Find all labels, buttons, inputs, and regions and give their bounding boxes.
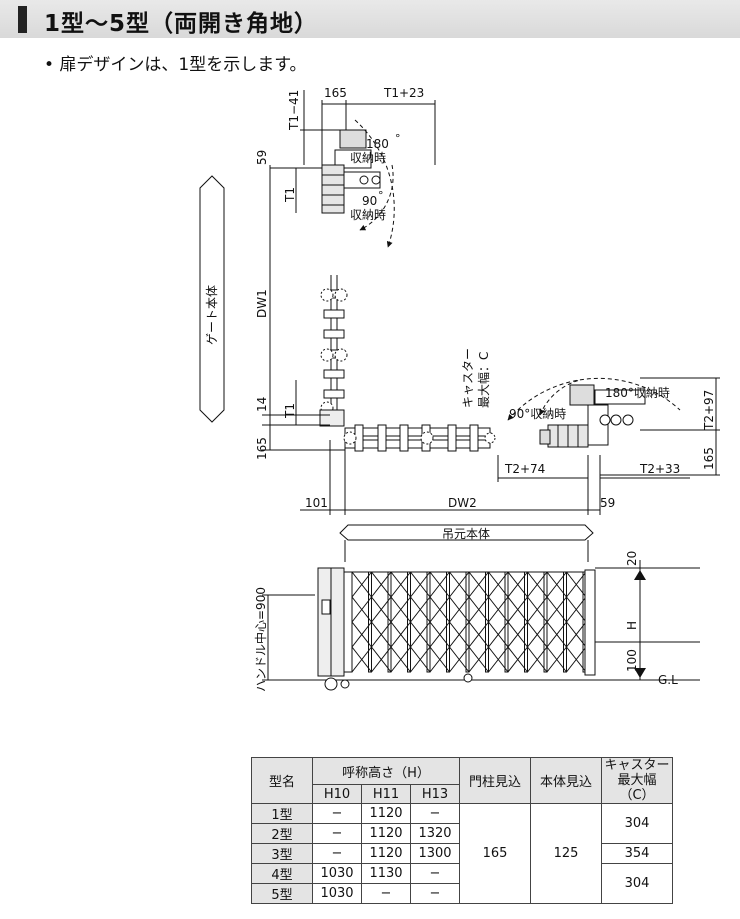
top-dimension-lines <box>269 90 436 425</box>
caster-wheel <box>463 673 473 683</box>
dim-101: 101 <box>305 496 328 510</box>
header-post-depth: 門柱見込 <box>459 757 531 804</box>
header-caster: キャスター 最大幅 （C） <box>601 757 673 804</box>
table-row: 1型 − 1120 − 165 125 304 <box>251 803 673 904</box>
page-title: 1型〜5型（両開き角地） <box>44 11 319 37</box>
swing-arc-90-right <box>539 379 581 416</box>
handle-height-label: ハンドル中心=900 <box>253 587 268 692</box>
vertical-gate-body <box>319 275 348 427</box>
dim-t2-plus-33: T2+33 <box>639 462 680 476</box>
gate-body-bracket: ゲート本体 <box>199 175 225 423</box>
dim-dw2: DW2 <box>448 496 477 510</box>
angle-90-left-note: 収納時 <box>350 208 386 222</box>
hanging-body-label: 吊元本体 <box>442 527 490 541</box>
angle-90-left: 90 <box>362 194 377 208</box>
table-row: 2型 − 1120 1320 <box>251 823 673 844</box>
dim-165-top: 165 <box>324 86 347 100</box>
dim-t2-plus-97: T2+97 <box>702 390 716 431</box>
section-title-bar: 1型〜5型（両開き角地） <box>0 0 740 38</box>
gate-body-label: ゲート本体 <box>205 285 219 345</box>
header-body-depth: 本体見込 <box>530 757 602 804</box>
table-row: 3型 − 1120 1300 354 <box>251 843 673 864</box>
dim-165-left: 165 <box>255 437 269 460</box>
dim-100: 100 <box>625 649 639 672</box>
dim-t1-minus-41: T1−41 <box>287 90 301 131</box>
left-lower-dimension-lines <box>262 380 601 515</box>
dim-165-right: 165 <box>702 447 716 470</box>
header-model: 型名 <box>251 757 313 804</box>
dim-59-bottom: 59 <box>600 496 615 510</box>
angle-180-left-note: 収納時 <box>350 151 386 165</box>
svg-text:°: ° <box>395 132 401 145</box>
swing-arc-90-upper <box>359 164 394 231</box>
caster-label-2: 最大幅：C <box>476 352 491 408</box>
spec-table: 型名 呼称高さ（H） 門柱見込 本体見込 キャスター 最大幅 （C） H10 H… <box>251 757 673 904</box>
lattice-gate <box>351 571 587 673</box>
dim-t1-a: T1 <box>283 187 297 203</box>
dim-20: 20 <box>625 551 639 566</box>
title-marker <box>18 6 27 33</box>
header-h10: H10 <box>312 784 362 804</box>
header-height: 呼称高さ（H） <box>312 757 460 785</box>
table-row: 5型 1030 − − <box>251 883 673 904</box>
angle-180-left: 180 <box>366 137 389 151</box>
horizontal-gate-body <box>343 424 496 452</box>
ground-level-label: G.L <box>658 673 678 687</box>
body-depth-value: 125 <box>530 803 602 904</box>
right-dimension-lines <box>497 377 720 482</box>
design-note: • 扉デザインは、1型を示します。 <box>44 55 307 75</box>
dim-59-left: 59 <box>255 150 269 165</box>
hanging-body-bracket: 吊元本体 <box>339 524 594 541</box>
elevation-post <box>317 567 353 691</box>
dim-t1-plus-23: T1+23 <box>383 86 424 100</box>
post-depth-value: 165 <box>459 803 531 904</box>
dim-h: H <box>625 621 639 630</box>
dim-dw1: DW1 <box>255 289 269 318</box>
header-h13: H13 <box>410 784 460 804</box>
swing-arc-180-upper <box>354 119 395 248</box>
right-post-assembly <box>539 384 646 448</box>
caster-label-1: キャスター <box>461 348 475 408</box>
angle-90-right: 90°収納時 <box>509 407 566 421</box>
upper-post-assembly <box>321 129 381 214</box>
gate-end-post <box>584 569 596 676</box>
dim-t2-plus-74: T2+74 <box>504 462 545 476</box>
dim-t1-b: T1 <box>283 403 297 419</box>
angle-180-right: 180°収納時 <box>605 386 670 400</box>
caster-width-3: 354 <box>601 843 673 864</box>
caster-width-12: 304 <box>601 803 673 844</box>
dim-14: 14 <box>255 397 269 412</box>
header-h11: H11 <box>361 784 411 804</box>
svg-text:°: ° <box>378 189 384 202</box>
caster-width-45: 304 <box>601 863 673 904</box>
